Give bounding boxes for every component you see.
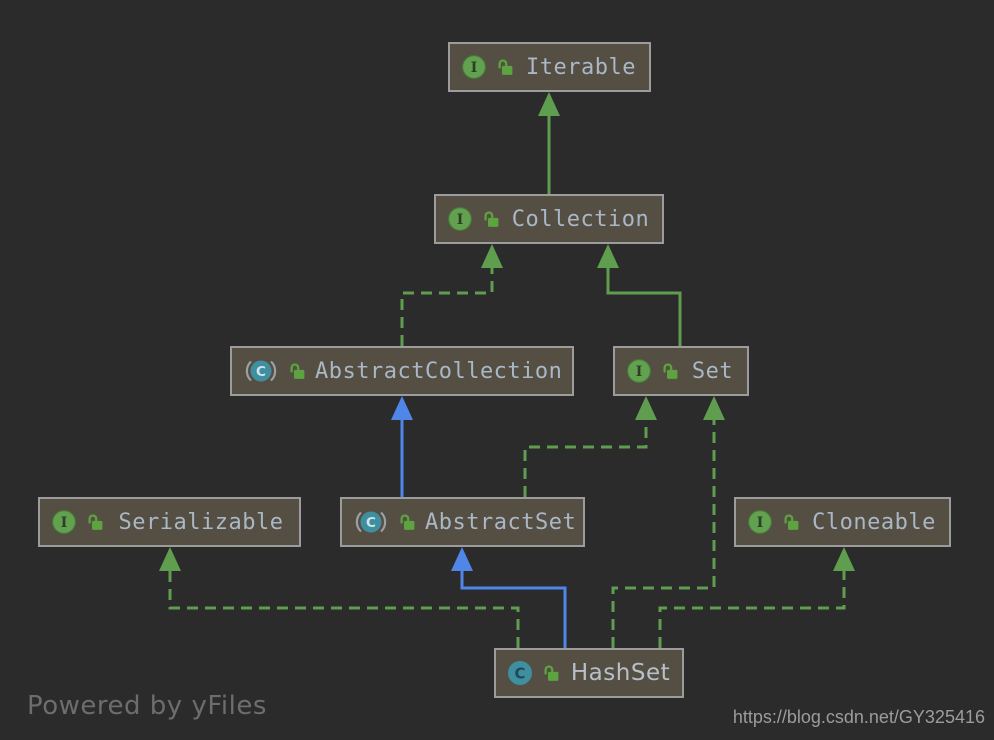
- interface-icon: [447, 206, 473, 232]
- arrowhead-hashset-serializable: [159, 547, 181, 571]
- interface-icon: [626, 358, 652, 384]
- class-name-label: Collection: [511, 206, 650, 232]
- arrowhead-abstract_set-abstract_collection: [391, 396, 413, 420]
- class-node-set[interactable]: Set: [613, 346, 749, 396]
- class-name-label: Iterable: [526, 54, 636, 80]
- class-name-label: Serializable: [118, 509, 284, 535]
- edge-abstract_collection-implements-collection: [400, 266, 494, 346]
- public-lock-icon: [542, 664, 560, 682]
- public-lock-icon: [86, 513, 104, 531]
- class-node-abstract-collection[interactable]: AbstractCollection: [230, 346, 574, 396]
- edge-hashset-implements-set: [611, 418, 716, 648]
- class-node-serializable[interactable]: Serializable: [38, 497, 301, 547]
- class-icon: [507, 660, 533, 686]
- arrowhead-collection-iterable: [538, 92, 560, 116]
- powered-by-yfiles-watermark: Powered by yFiles: [27, 691, 267, 721]
- class-name-label: HashSet: [570, 660, 671, 686]
- arrowhead-hashset-cloneable: [833, 547, 855, 571]
- public-lock-icon: [482, 210, 500, 228]
- public-lock-icon: [398, 513, 416, 531]
- arrowhead-set-collection: [597, 244, 619, 268]
- class-node-cloneable[interactable]: Cloneable: [734, 497, 951, 547]
- class-node-iterable[interactable]: Iterable: [448, 42, 651, 92]
- class-node-hashset[interactable]: HashSet: [494, 648, 684, 698]
- class-node-abstract-set[interactable]: AbstractSet: [340, 497, 585, 547]
- public-lock-icon: [288, 362, 306, 380]
- abstract-class-icon: [353, 509, 389, 535]
- public-lock-icon: [782, 513, 800, 531]
- edge-abstract_set-implements-set: [523, 418, 648, 497]
- class-name-label: AbstractSet: [425, 509, 577, 535]
- public-lock-icon: [661, 362, 679, 380]
- arrowhead-hashset-abstract_set: [451, 547, 473, 571]
- interface-icon: [747, 509, 773, 535]
- interface-icon: [461, 54, 487, 80]
- arrowhead-hashset-set: [703, 396, 725, 420]
- class-name-label: Cloneable: [812, 509, 936, 535]
- edge-hashset-implements-cloneable: [658, 569, 846, 648]
- class-name-label: AbstractCollection: [315, 358, 563, 384]
- csdn-blog-watermark: https://blog.csdn.net/GY325416: [732, 707, 985, 727]
- class-node-collection[interactable]: Collection: [434, 194, 664, 244]
- public-lock-icon: [496, 58, 514, 76]
- abstract-class-icon: [243, 358, 279, 384]
- edge-hashset-implements-serializable: [168, 569, 520, 648]
- class-name-label: Set: [691, 358, 734, 384]
- arrowhead-abstract_set-set: [635, 396, 657, 420]
- arrowhead-abstract_collection-collection: [481, 244, 503, 268]
- interface-icon: [51, 509, 77, 535]
- edge-hashset-extends-abstract_set: [460, 569, 567, 648]
- edge-set-extends-collection: [606, 266, 682, 346]
